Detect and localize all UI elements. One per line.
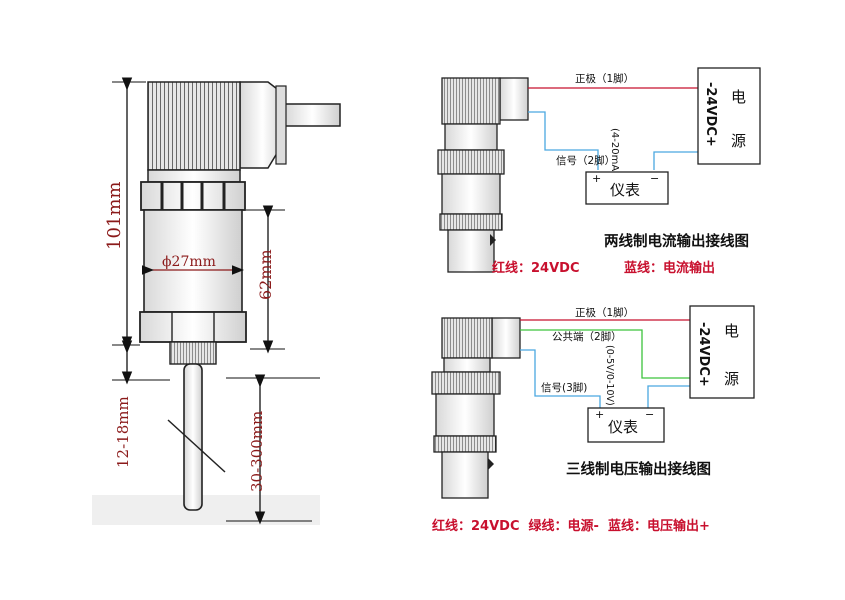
dim-101-label: 101mm <box>104 182 125 251</box>
tw-stem <box>447 229 495 273</box>
tw-signal-label: 信号（2脚） <box>556 154 615 167</box>
tw-legend-red: 红线：24VDC <box>492 260 579 276</box>
floor-shadow <box>92 495 320 525</box>
thw-ring <box>431 371 501 395</box>
dim-probe-label: 30-300mm <box>248 411 266 492</box>
tw-meter-box <box>585 171 669 205</box>
cable <box>284 103 341 127</box>
ribbed-cap <box>147 81 241 171</box>
tw-positive-label: 正极（1脚） <box>575 72 634 85</box>
thw-meter-plus: + <box>595 408 604 421</box>
thw-legend: 红线：24VDC 绿线：电源- 蓝线：电压输出+ <box>432 518 710 534</box>
dim-diameter-label: ϕ27mm <box>162 254 216 270</box>
thw-blue-wire-signal <box>520 349 601 408</box>
tw-power-box <box>697 67 761 165</box>
thw-cap <box>441 317 493 359</box>
three-wire-diagram: 正极（1脚） 公共端（2脚） 信号(3脚) (0-5V/0-10V) 仪表 + … <box>431 305 755 534</box>
thw-voltage-range: (0-5V/0-10V) <box>604 345 615 406</box>
two-wire-diagram: 正极（1脚） 信号（2脚） (4-20mA) 仪表 + − -24VDC+ 电 … <box>437 67 761 276</box>
thw-supply-char1: 电 <box>724 322 739 340</box>
dim-thread-label: 12-18mm <box>114 396 132 468</box>
probe-stem <box>183 363 203 511</box>
thw-positive-label: 正极（1脚） <box>575 306 634 319</box>
thw-blue-wire-return <box>647 385 690 408</box>
thw-signal-label: 信号(3脚) <box>541 381 587 394</box>
tw-supply-voltage: -24VDC+ <box>703 82 718 147</box>
tw-meter-minus: − <box>650 172 659 185</box>
tw-body <box>441 173 501 215</box>
tw-legend-blue: 蓝线：电流输出 <box>624 260 715 276</box>
thw-supply-voltage: -24VDC+ <box>696 322 711 387</box>
thw-stem <box>441 451 489 499</box>
thw-power-box <box>689 305 755 399</box>
knurled-ring <box>140 181 246 211</box>
thw-green-wire <box>520 329 690 379</box>
tw-supply-char1: 电 <box>731 88 746 106</box>
tw-blue-wire-signal <box>528 111 599 170</box>
thw-meter-box <box>587 407 665 443</box>
tw-cap <box>441 77 501 125</box>
tw-ring <box>437 149 505 175</box>
body-collar <box>147 169 241 183</box>
tw-title: 两线制电流输出接线图 <box>604 232 749 250</box>
thw-meter-label: 仪表 <box>608 418 638 436</box>
tw-meter-plus: + <box>592 172 601 185</box>
tw-supply-char2: 源 <box>731 132 746 150</box>
hex-nut <box>139 311 247 343</box>
tw-current-range: (4-20mA) <box>609 128 620 175</box>
thw-title: 三线制电压输出接线图 <box>566 460 711 478</box>
thw-connector <box>491 317 521 359</box>
thw-meter-minus: − <box>645 408 654 421</box>
threaded-neck <box>169 341 217 365</box>
tw-blue-wire-return <box>653 151 698 170</box>
section-line <box>167 419 226 473</box>
thw-supply-char2: 源 <box>724 370 739 388</box>
tw-nut <box>439 213 503 231</box>
tw-meter-label: 仪表 <box>610 181 640 199</box>
connector-flange <box>275 85 287 165</box>
tw-connector <box>499 77 529 121</box>
thw-nut <box>433 435 497 453</box>
dim-62-label: 62mm <box>256 249 275 300</box>
sensor-dimension-drawing: 101mm 12-18mm 62mm ϕ27mm 30-300mm <box>92 77 341 525</box>
thw-common-label: 公共端（2脚） <box>552 330 622 343</box>
thw-body <box>435 393 495 437</box>
